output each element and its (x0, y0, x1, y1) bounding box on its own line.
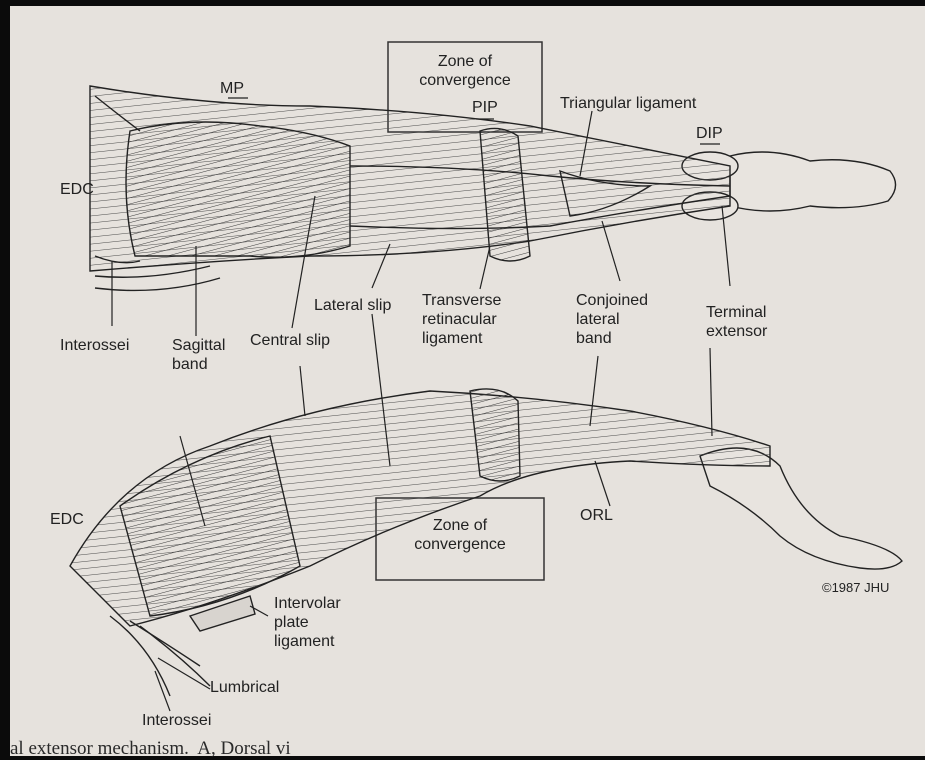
book-page: MP Zone of convergence PIP Triangular li… (10, 6, 925, 756)
label-dip: DIP (696, 124, 723, 143)
label-conjoined-lateral-band: Conjoined lateral band (576, 291, 648, 348)
label-transverse-retinacular-ligament: Transverse retinacular ligament (422, 291, 501, 348)
label-sagittal-band: Sagittal band (172, 336, 225, 374)
label-interossei-bottom: Interossei (142, 711, 211, 730)
label-zone-of-convergence-top: Zone of convergence (410, 52, 520, 90)
label-lateral-slip: Lateral slip (314, 296, 391, 315)
label-mp: MP (220, 79, 244, 98)
label-copyright: ©1987 JHU (822, 578, 889, 597)
sagittal-band-top (126, 122, 350, 257)
label-pip: PIP (472, 98, 498, 117)
label-orl: ORL (580, 506, 613, 525)
figure-caption: al extensor mechanism. A, Dorsal vi (10, 738, 291, 760)
label-interossei-top: Interossei (60, 336, 129, 355)
distal-phalanx (730, 152, 896, 211)
extensor-mechanism-illustration (10, 6, 925, 756)
label-zone-of-convergence-bottom: Zone of convergence (405, 516, 515, 554)
label-triangular-ligament: Triangular ligament (560, 94, 696, 113)
label-terminal-extensor: Terminal extensor (706, 303, 767, 341)
label-central-slip: Central slip (250, 331, 330, 350)
label-edc-top: EDC (60, 180, 94, 199)
label-intervolar-plate-ligament: Intervolar plate ligament (274, 594, 341, 651)
label-lumbrical: Lumbrical (210, 678, 279, 697)
sagittal-band-bottom (120, 436, 300, 616)
label-edc-bottom: EDC (50, 510, 84, 529)
